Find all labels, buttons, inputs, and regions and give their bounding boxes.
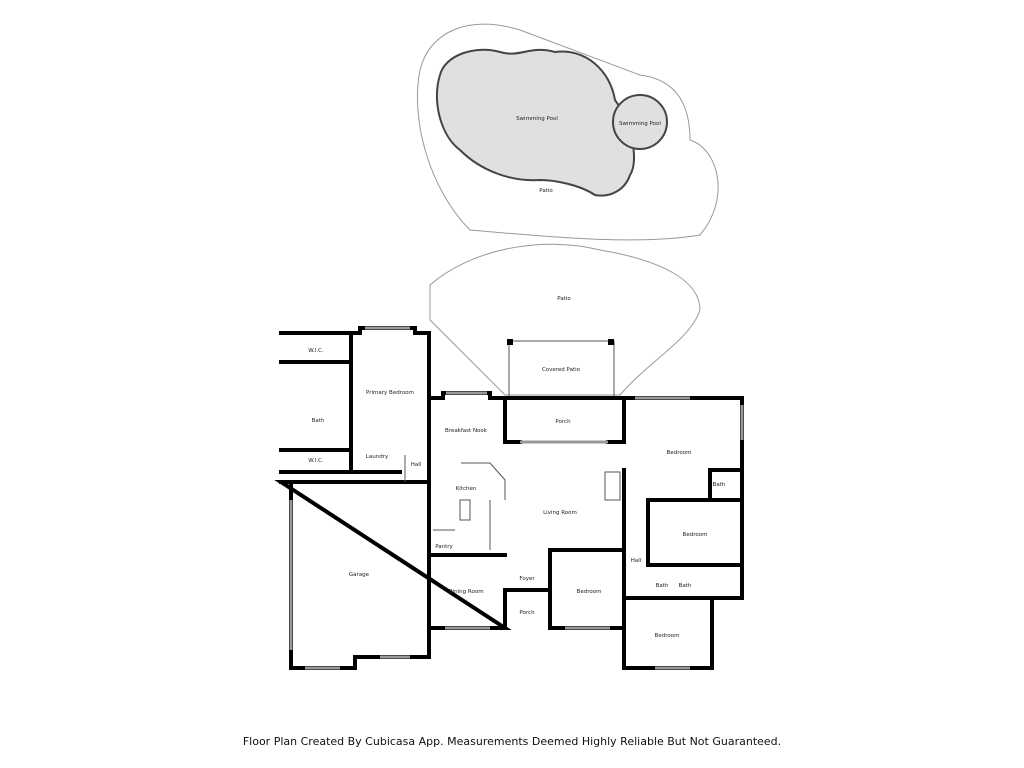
room-label: Primary Bedroom	[366, 390, 414, 396]
room-label: Porch	[555, 419, 571, 425]
room-label: Kitchen	[456, 486, 477, 492]
room-label: Bedroom	[655, 633, 680, 639]
room-label: Patio	[539, 188, 553, 194]
room-label: Pantry	[435, 544, 453, 550]
room-label: W.I.C.	[308, 348, 324, 354]
room-label: Hall	[411, 462, 422, 468]
room-label: Bath	[713, 482, 726, 488]
room-label: Bath	[312, 418, 325, 424]
room-label: Foyer	[519, 576, 535, 582]
room-label: W.I.C.	[308, 458, 324, 464]
room-label: Laundry	[366, 454, 389, 460]
room-label: Breakfast Nook	[445, 428, 488, 434]
room-label: Bath	[679, 583, 692, 589]
room-label: Covered Patio	[542, 367, 581, 373]
patio-upper-outline	[417, 23, 719, 241]
room-label: Bath	[656, 583, 669, 589]
floor-plan-caption: Floor Plan Created By Cubicasa App. Meas…	[242, 735, 782, 748]
room-label: Bedroom	[577, 589, 602, 595]
room-label: Bedroom	[667, 450, 692, 456]
room-label: Garage	[349, 572, 370, 578]
room-label: Living Room	[543, 510, 577, 516]
room-label: Bedroom	[683, 532, 708, 538]
room-label: Swimming Pool	[516, 116, 558, 122]
pool-main	[436, 48, 636, 197]
room-label: Porch	[519, 610, 535, 616]
room-label: Patio	[557, 296, 571, 302]
room-label: Hall	[631, 558, 642, 564]
pool-small	[612, 94, 668, 150]
room-label: Swimming Pool	[619, 121, 661, 127]
patio-lower-outline	[429, 243, 701, 396]
room-label: Dining Room	[448, 589, 483, 595]
